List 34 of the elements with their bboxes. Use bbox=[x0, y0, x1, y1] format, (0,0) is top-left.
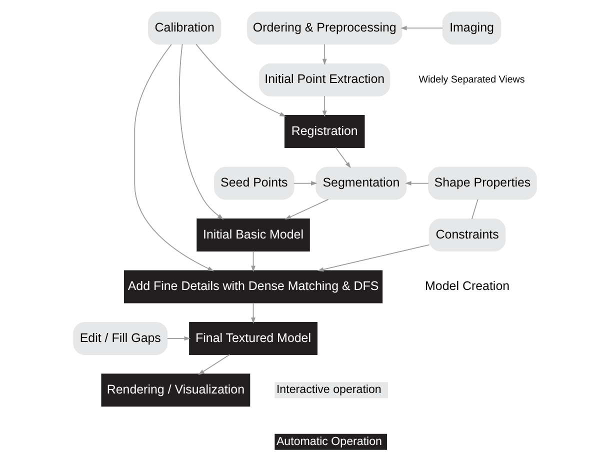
arrow bbox=[400, 26, 443, 30]
node-box: Initial Basic Model bbox=[196, 218, 310, 252]
node-box: Rendering / Visualization bbox=[100, 374, 250, 407]
node-box: Add Fine Details with Dense Matching & DFS bbox=[123, 270, 382, 304]
node-box: Initial Point Extraction bbox=[258, 63, 390, 96]
arrow bbox=[334, 147, 350, 168]
arrow bbox=[134, 44, 214, 272]
arrow bbox=[316, 244, 430, 272]
arrow bbox=[284, 198, 328, 220]
node-box: Final Textured Model bbox=[188, 322, 317, 355]
node-box: Ordering & Preprocessing bbox=[246, 12, 402, 45]
node-label: Widely Separated Views bbox=[418, 74, 524, 86]
node-box: Segmentation bbox=[315, 166, 406, 200]
arrow bbox=[322, 96, 326, 117]
node-box: Constraints bbox=[428, 218, 506, 252]
arrow bbox=[178, 44, 224, 220]
node-box: Shape Properties bbox=[428, 166, 536, 200]
arrow bbox=[250, 250, 255, 272]
arrow bbox=[292, 181, 317, 186]
arrow bbox=[322, 44, 326, 66]
arrow bbox=[250, 302, 255, 324]
arrow bbox=[198, 354, 230, 375]
arrow bbox=[195, 44, 286, 117]
node-box: Calibration bbox=[148, 12, 221, 45]
label: Model Creation bbox=[424, 279, 510, 294]
arrow bbox=[404, 181, 428, 186]
node-box: Edit / Fill Gaps bbox=[72, 322, 168, 355]
node-box: Seed Points bbox=[214, 166, 294, 200]
node-box: Imaging bbox=[442, 12, 501, 45]
connector bbox=[470, 198, 478, 220]
legend-label: Interactive operation bbox=[276, 384, 381, 396]
legend-label: Automatic Operation bbox=[276, 436, 382, 448]
arrow bbox=[166, 336, 190, 341]
node-box: Registration bbox=[284, 115, 364, 148]
